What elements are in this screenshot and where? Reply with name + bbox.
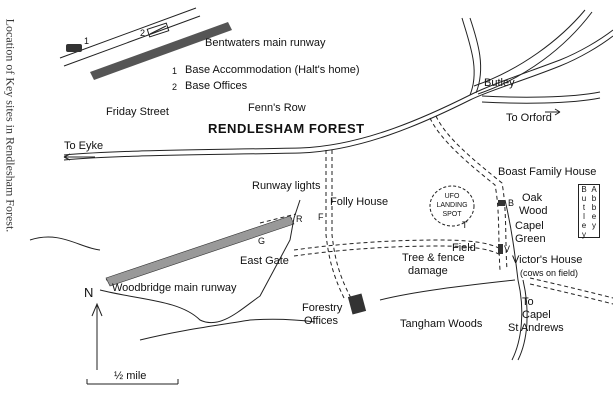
label-fenns-row: Fenn's Row [248, 102, 306, 114]
butley-roads [461, 9, 601, 104]
label-tangham: Tangham Woods [400, 318, 483, 330]
label-to-orford: To Orford [506, 112, 552, 124]
label-forestry-1: Forestry [302, 302, 343, 314]
label-victors-house: Victor's House [512, 254, 583, 266]
label-boast-house: Boast Family House [498, 166, 597, 178]
direction-arrows [63, 108, 561, 161]
label-oak-wood-1: Oak [522, 192, 543, 204]
butley-letter: B [581, 185, 587, 194]
oak-wood-block [498, 200, 505, 206]
label-ufo-1: UFO [444, 193, 460, 200]
marker-f: F [318, 212, 324, 222]
marker-b: B [508, 198, 515, 208]
abbey-letter: b [591, 203, 597, 212]
tangham-lane [139, 199, 528, 361]
marker-t: T [462, 220, 468, 230]
label-runway-lights: Runway lights [252, 180, 321, 192]
label-woodbridge-runway: Woodbridge main runway [112, 282, 237, 294]
butley-letter: t [582, 203, 586, 212]
forestry-offices-block [347, 293, 367, 315]
victors-house-block [498, 244, 503, 254]
label-tree-damage-2: damage [408, 265, 448, 277]
label-ufo-2: LANDING [436, 202, 468, 209]
label-to-capel-2: Capel [522, 309, 551, 321]
label-forestry-2: Offices [304, 315, 339, 327]
butley-letter: y [582, 230, 586, 239]
bentwaters-runway [59, 7, 232, 80]
abbey-letter: y [592, 221, 596, 230]
label-cows: (cows on field) [520, 268, 579, 278]
ufo-landing-ellipse [429, 185, 475, 227]
woodbridge-runway [29, 199, 301, 324]
label-to-eyke: To Eyke [64, 140, 104, 152]
legend-num-1: 1 [172, 66, 178, 76]
butley-letter: u [581, 194, 587, 203]
butley-letter: e [581, 221, 587, 230]
label-tree-damage-1: Tree & fence [402, 252, 465, 264]
label-field: Field [452, 242, 476, 254]
label-ufo-3: SPOT [442, 211, 462, 218]
label-rendlesham-forest: RENDLESHAM FOREST [208, 121, 365, 136]
label-to-capel-3: St Andrews [508, 322, 564, 334]
label-bentwaters-runway: Bentwaters main runway [205, 37, 326, 49]
marker-r: R [296, 214, 303, 224]
legend-item-2: Base Offices [185, 80, 248, 92]
marker-g: G [258, 236, 266, 246]
label-capel-green-2: Green [515, 233, 546, 245]
label-butley: Butley [484, 77, 515, 89]
forest-tracks [259, 115, 613, 305]
label-north: N [84, 285, 94, 300]
legend-marker-2: 2 [140, 28, 146, 38]
label-oak-wood-2: Wood [519, 205, 548, 217]
north-arrow [91, 302, 103, 370]
label-scale: ½ mile [114, 370, 147, 382]
label-friday-street: Friday Street [106, 106, 169, 118]
label-capel-green-1: Capel [515, 220, 544, 232]
label-east-gate: East Gate [240, 255, 289, 267]
legend-marker-1: 1 [84, 36, 90, 46]
abbey-letter: b [591, 194, 597, 203]
abbey-letter: A [591, 185, 597, 194]
marker-v: V [504, 244, 511, 254]
scale-bar [86, 379, 179, 385]
legend-num-2: 2 [172, 82, 178, 92]
label-folly-house: Folly House [330, 196, 389, 208]
butley-letter: l [583, 212, 585, 221]
abbey-letter: e [591, 212, 597, 221]
main-road [63, 29, 613, 161]
label-to-capel-1: To [522, 296, 534, 308]
legend-item-1: Base Accommodation (Halt's home) [185, 64, 360, 76]
